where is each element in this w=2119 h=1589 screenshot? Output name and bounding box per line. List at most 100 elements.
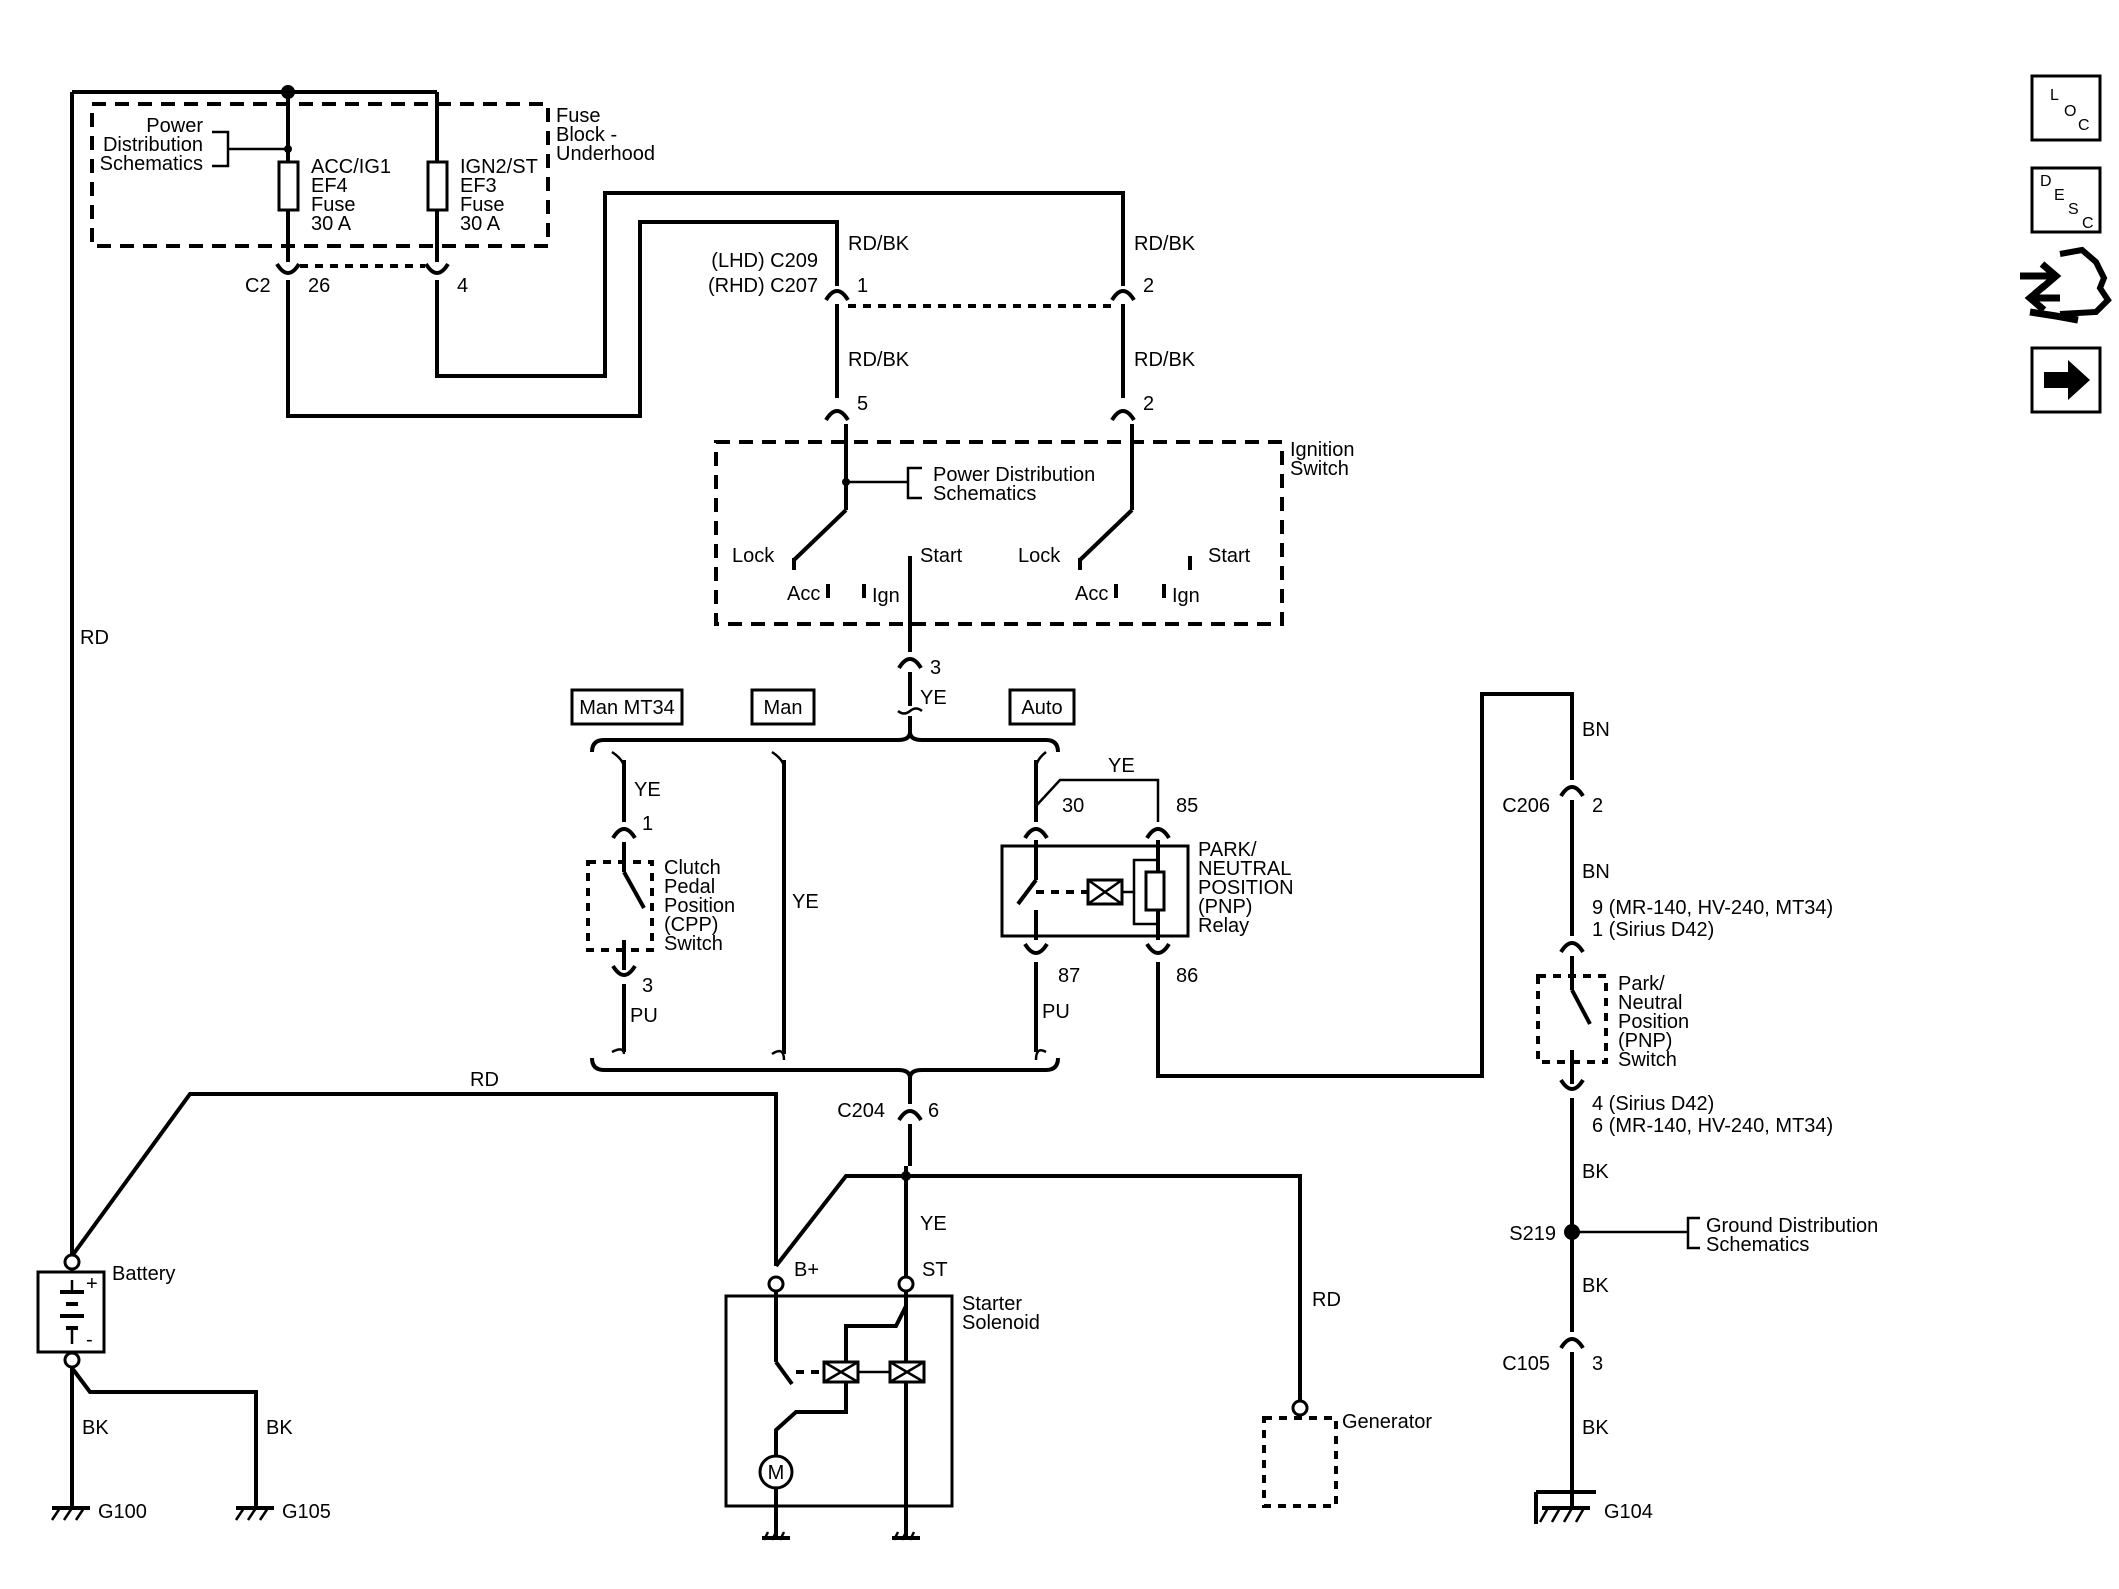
ignition-output: 3 YE <box>897 657 947 736</box>
pnp-pin-30: 30 <box>1062 795 1084 817</box>
pnp-switch-title-1: Park/ <box>1618 973 1665 995</box>
top-wires: RD <box>70 85 1125 1255</box>
c206-label: C206 <box>1502 795 1550 817</box>
c204-pin-6: 6 <box>928 1100 939 1122</box>
man-branch: YE <box>771 750 819 1061</box>
cpp-pin-top: 1 <box>642 813 653 835</box>
wire-rd-left-label: RD <box>80 627 109 649</box>
splice-s219-label: S219 <box>1509 1223 1556 1245</box>
ign-power-ref-1: Power Distribution <box>933 464 1095 486</box>
cpp-wire-bottom-label: PU <box>630 1005 658 1027</box>
ign-conn-pin-5: 5 <box>857 393 868 415</box>
desc-letter-s: S <box>2068 201 2079 218</box>
fuse1-name: ACC/IG1 <box>311 156 391 178</box>
bplus-label: B+ <box>794 1259 819 1281</box>
connector-c204: C204 6 <box>837 1078 939 1166</box>
connector-c209: (LHD) C209 (RHD) C207 1 2 RD/BK RD/BK <box>708 233 1196 398</box>
option-man-label: Man <box>764 697 803 719</box>
c105-label: C105 <box>1502 1353 1550 1375</box>
starter-wiring: RD YE RD B+ ST <box>70 1069 1341 1402</box>
option-auto-label: Auto <box>1021 697 1062 719</box>
fuse-power-ref-1: Power <box>146 115 203 137</box>
bottom-option-brace <box>590 1057 1060 1079</box>
ground-g104-label: G104 <box>1604 1501 1653 1523</box>
ign-power-ref-2: Schematics <box>933 483 1036 505</box>
option-man-mt34 <box>570 688 684 726</box>
pnp-relay: YE 30 85 PARK/ NEUTRAL POSITION (PNP) Re… <box>1000 692 1574 1078</box>
battery-minus-label: - <box>86 1329 93 1351</box>
generator-wire-label: RD <box>1312 1289 1341 1311</box>
pnp-wire-87-label: PU <box>1042 1001 1070 1023</box>
starter-title-2: Solenoid <box>962 1312 1040 1334</box>
nav-desc-button[interactable]: D E S C <box>2030 166 2102 234</box>
pnp-switch-branch: BN C206 2 BN 9 (MR-140, HV-240, MT34) 1 … <box>1502 719 1878 1524</box>
pnp-title-2: NEUTRAL <box>1198 858 1291 880</box>
battery-negative-terminal <box>63 1351 81 1369</box>
ign-conn-wire1-label: RD/BK <box>848 349 910 371</box>
cpp-title-3: Position <box>664 895 735 917</box>
battery-wire2-label: BK <box>266 1417 293 1439</box>
ignition-title-1: Ignition <box>1290 439 1355 461</box>
ground-g100-label: G100 <box>98 1501 147 1523</box>
c105-pin-3: 3 <box>1592 1353 1603 1375</box>
fuse-ef3-icon <box>426 160 449 212</box>
ign-conn-wire2-label: RD/BK <box>1134 349 1196 371</box>
pnp-title-3: POSITION <box>1198 877 1294 899</box>
st-terminal <box>897 1275 915 1293</box>
generator: Generator <box>1262 1399 1432 1508</box>
loc-letter-c: C <box>2078 117 2090 134</box>
fuse-block-title-1: Fuse <box>556 105 600 127</box>
top-option-brace <box>590 731 1060 753</box>
pnp-title-5: Relay <box>1198 915 1249 937</box>
ignition-switch: Ignition Switch Power Distribution Schem… <box>714 424 1355 652</box>
fuse-block: Fuse Block - Underhood Power Distributio… <box>90 92 655 262</box>
starter-solenoid: Starter Solenoid M <box>724 1292 1040 1538</box>
pnp-switch-title-3: Position <box>1618 1011 1689 1033</box>
ign-right-acc-label: Acc <box>1075 583 1108 605</box>
cpp-pin-bottom: 3 <box>642 975 653 997</box>
c209-pin-2: 2 <box>1143 275 1154 297</box>
battery: + - Battery BK BK G100 G105 <box>36 1253 331 1523</box>
c209-wire2-label: RD/BK <box>1134 233 1196 255</box>
fuse-ef4-icon <box>277 160 300 212</box>
pnp-switch-pin-bottom-1: 4 (Sirius D42) <box>1592 1093 1714 1115</box>
c204-label: C204 <box>837 1100 885 1122</box>
ign-left-ign-label: Ign <box>872 585 900 607</box>
pnp-switch-title-5: Switch <box>1618 1049 1677 1071</box>
ign-right-ign-label: Ign <box>1172 585 1200 607</box>
pnp-switch-pin-top-2: 1 (Sirius D42) <box>1592 919 1714 941</box>
nav-loc-button[interactable]: L O C <box>2030 74 2102 142</box>
next-arrow-icon <box>2044 360 2090 400</box>
c207-rhd-label: (RHD) C207 <box>708 275 818 297</box>
st-label: ST <box>922 1259 948 1281</box>
fuse-power-ref-2: Distribution <box>103 134 203 156</box>
pnp-switch-pin-bottom-2: 6 (MR-140, HV-240, MT34) <box>1592 1115 1833 1137</box>
ground-ref-1: Ground Distribution <box>1706 1215 1878 1237</box>
pnp-title-4: (PNP) <box>1198 896 1252 918</box>
desc-letter-e: E <box>2054 187 2065 204</box>
motor-label: M <box>768 1462 785 1484</box>
ground-ref-2: Schematics <box>1706 1234 1809 1256</box>
loc-letter-l: L <box>2050 87 2059 104</box>
cpp-title-2: Pedal <box>664 876 715 898</box>
right-wire5-label: BK <box>1582 1417 1609 1439</box>
fuse-power-ref-3: Schematics <box>100 153 203 175</box>
option-labels: Man MT34 Man Auto <box>570 688 1076 726</box>
ground-g105-label: G105 <box>282 1501 331 1523</box>
b-plus-terminal <box>767 1275 785 1293</box>
ign-out-pin-3: 3 <box>930 657 941 679</box>
fuse2-id: EF3 <box>460 175 497 197</box>
ign-out-wire-label: YE <box>920 687 947 709</box>
c209-pin-1: 1 <box>857 275 868 297</box>
battery-label: Battery <box>112 1263 175 1285</box>
cpp-wire-top-label: YE <box>634 779 661 801</box>
right-wire4-label: BK <box>1582 1275 1609 1297</box>
option-man <box>750 688 816 726</box>
next-arrow-button[interactable] <box>2030 346 2102 414</box>
ign-left-lock-label: Lock <box>732 545 775 567</box>
connector-c2: C2 26 4 <box>245 262 468 297</box>
c206-pin-2: 2 <box>1592 795 1603 817</box>
cpp-title-5: Switch <box>664 933 723 955</box>
connector-swap-icon[interactable] <box>2020 246 2112 324</box>
